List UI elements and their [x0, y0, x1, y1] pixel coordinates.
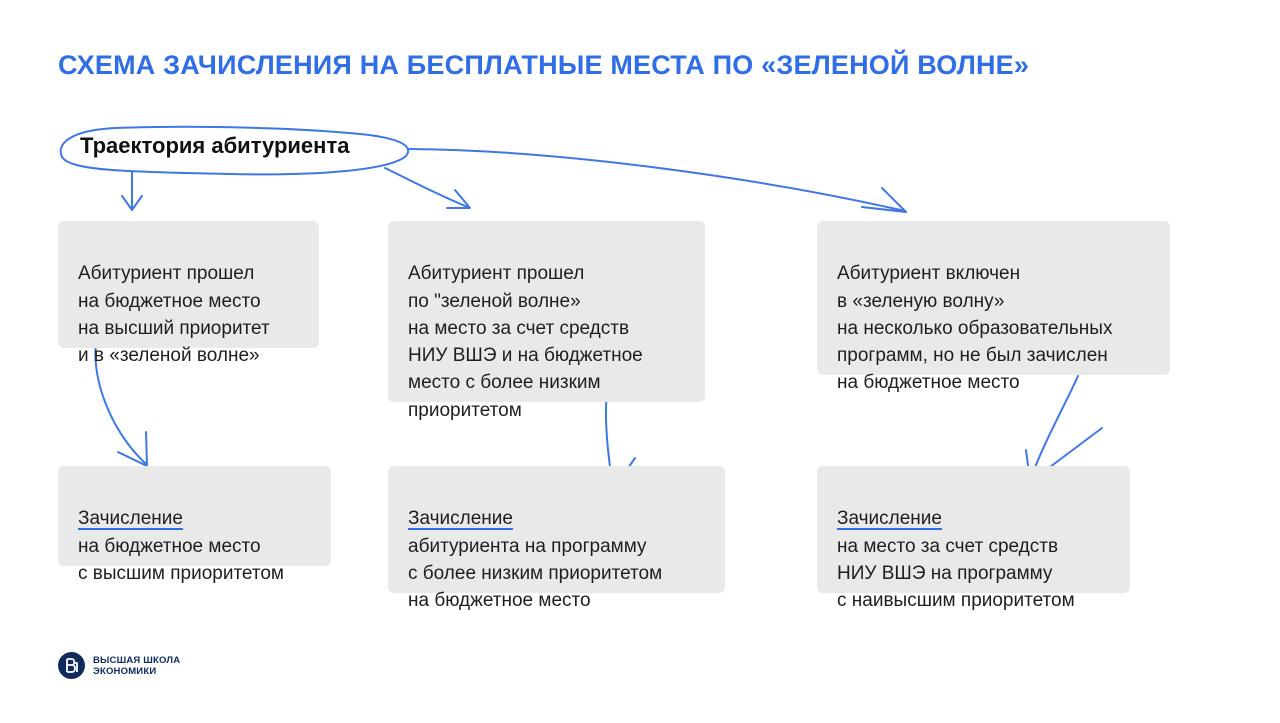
hse-logo-text: ВЫСШАЯ ШКОЛА ЭКОНОМИКИ — [93, 654, 181, 677]
outcome-heading-1: Зачисление — [78, 508, 183, 530]
condition-box-1: Абитуриент прошел на бюджетное место на … — [58, 221, 319, 366]
outcome-box-2: Зачисление абитуриента на программу с бо… — [388, 466, 725, 611]
condition-box-3: Абитуриент включен в «зеленую волну» на … — [817, 221, 1170, 393]
outcome-box-3: Зачисление на место за счет средств НИУ … — [817, 466, 1130, 611]
hse-logo-icon — [58, 652, 85, 679]
outcome-heading-3: Зачисление — [837, 508, 942, 530]
arrow-root-to-condition-3 — [407, 148, 906, 212]
outcome-text-3: на место за счет средств НИУ ВШЭ на прог… — [837, 535, 1075, 612]
arrow-condition-3-to-outcome-3 — [1029, 375, 1079, 481]
outcome-box-1: Зачисление на бюджетное место с высшим п… — [58, 466, 331, 584]
outcome-text-2: абитуриента на программу с более низким … — [408, 535, 663, 612]
root-trajectory-label: Траектория абитуриента — [80, 133, 350, 158]
outcome-text-1: на бюджетное место с высшим приоритетом — [78, 535, 284, 584]
condition-text-1: Абитуриент прошел на бюджетное место на … — [78, 263, 270, 367]
condition-text-2: Абитуриент прошел по "зеленой волне» на … — [408, 263, 643, 421]
page-title: СХЕМА ЗАЧИСЛЕНИЯ НА БЕСПЛАТНЫЕ МЕСТА ПО … — [58, 50, 1030, 80]
condition-box-2: Абитуриент прошел по "зеленой волне» на … — [388, 221, 705, 421]
arrow-root-to-condition-2 — [384, 167, 469, 208]
hse-logo: ВЫСШАЯ ШКОЛА ЭКОНОМИКИ — [58, 652, 180, 679]
outcome-heading-2: Зачисление — [408, 508, 513, 530]
condition-text-3: Абитуриент включен в «зеленую волну» на … — [837, 263, 1113, 394]
